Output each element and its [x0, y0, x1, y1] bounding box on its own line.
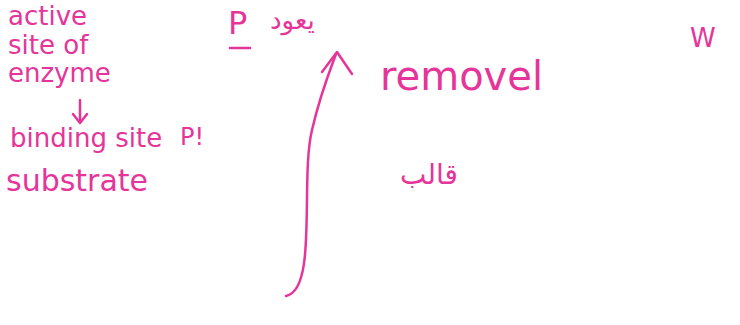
note-text: binding site	[10, 124, 162, 153]
note-text: W	[690, 24, 716, 53]
note-text: removel	[380, 54, 543, 98]
symbol-label: P	[228, 6, 247, 41]
note-text: active site of enzyme	[8, 2, 126, 88]
note-text: P!	[180, 124, 204, 150]
arabic-note: قالب	[400, 160, 458, 191]
arrow-head	[73, 114, 87, 123]
underline	[230, 47, 250, 50]
down-arrow	[79, 100, 82, 122]
note-text: substrate	[6, 164, 148, 197]
arrow-head	[322, 52, 352, 74]
curved-arrow	[286, 54, 336, 296]
arabic-note: يعود	[270, 6, 315, 35]
